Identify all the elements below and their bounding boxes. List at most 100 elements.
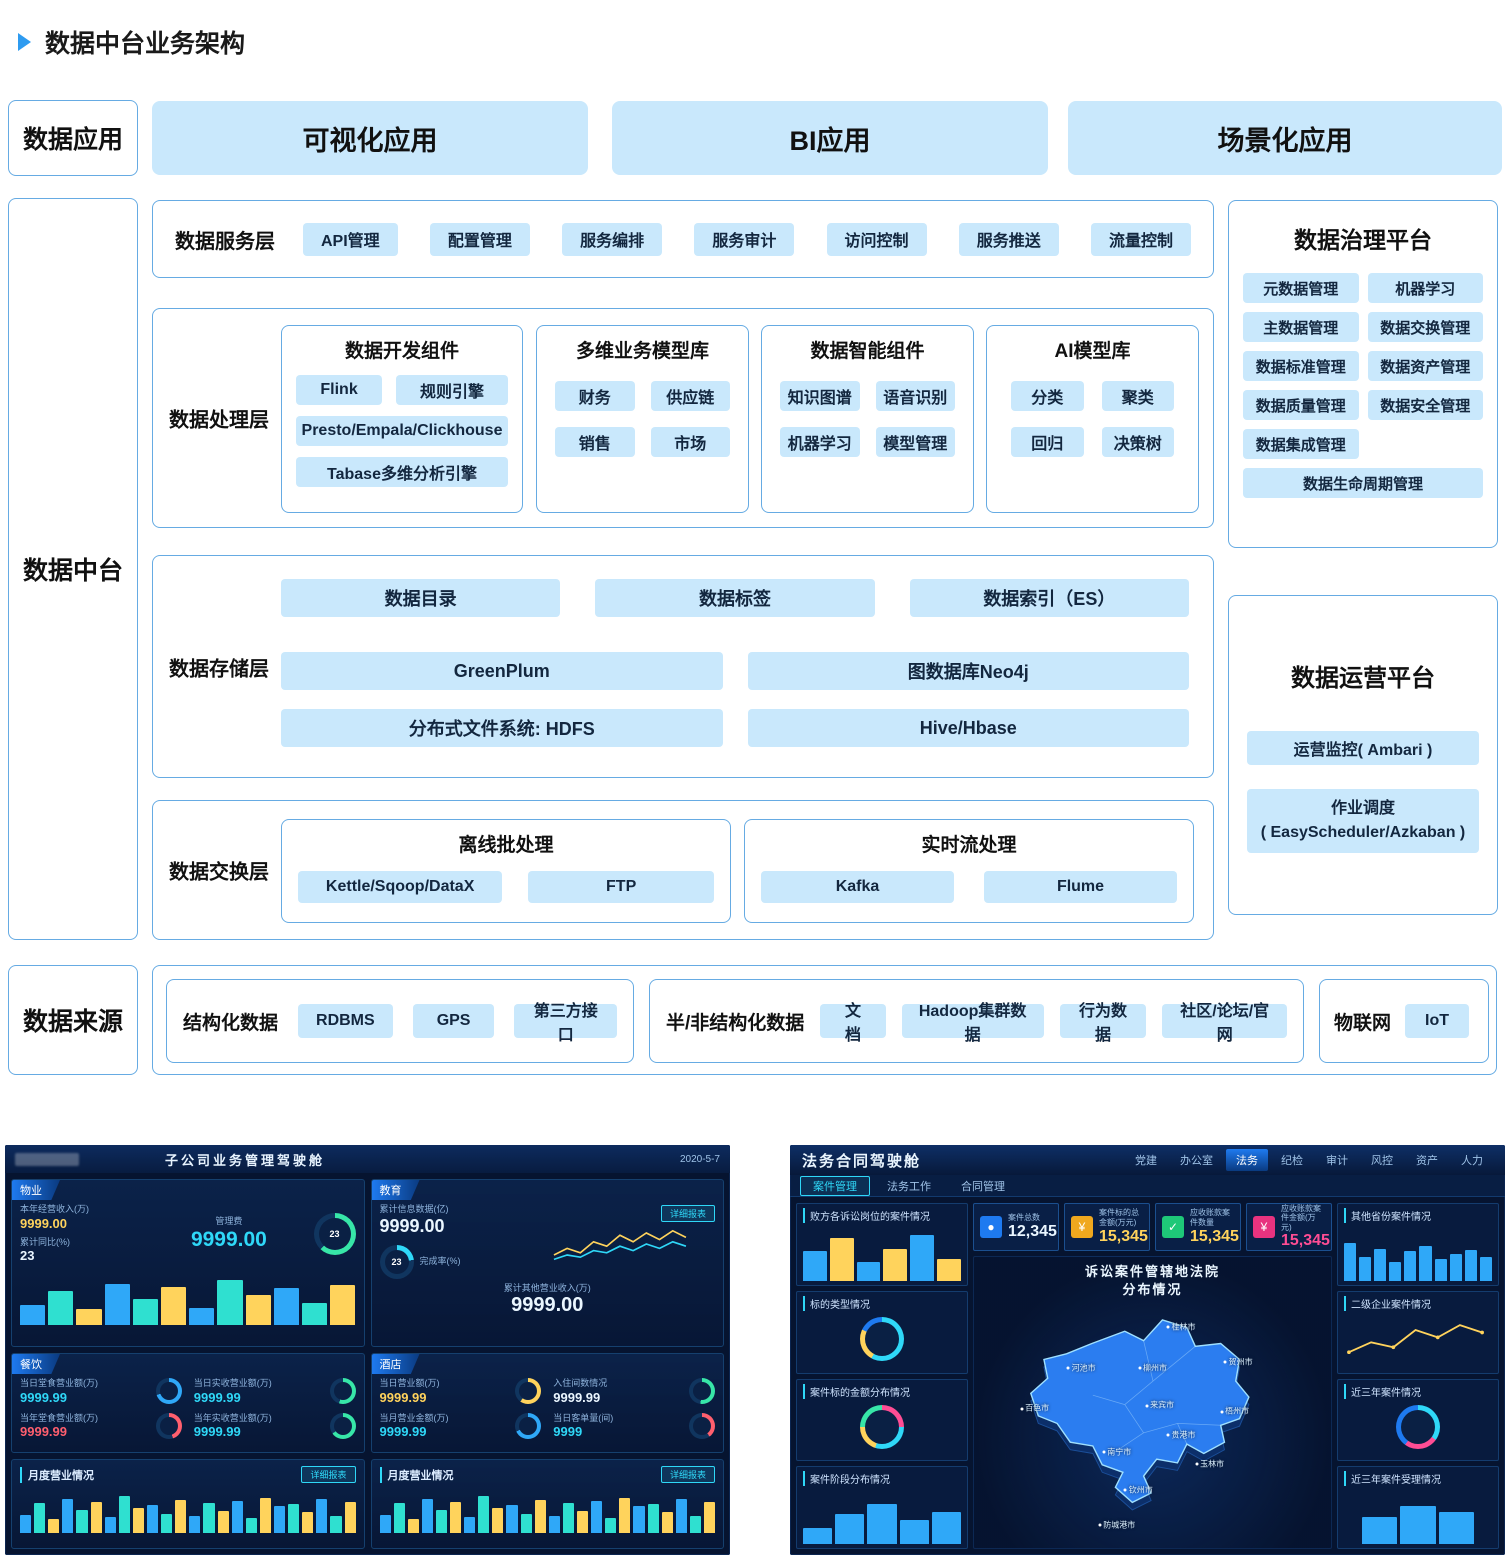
dashboard-left-col-1: 物业 本年经营收入(万) 9999.00 累计同比(%) 23 管理费 9999… [11, 1179, 365, 1549]
detail-report-button[interactable]: 详细报表 [301, 1466, 356, 1483]
storage-layer: 数据存储层 数据目录 数据标签 数据索引（ES） GreenPlum 图数据库N… [152, 555, 1214, 778]
dining-r3-label: 当年堂食营业额(万) [20, 1412, 98, 1423]
panel-other-provinces-title: 其他省份案件情况 [1344, 1208, 1492, 1223]
chip-gps: GPS [412, 1004, 495, 1038]
kpi-case-amount: ¥ 案件标的总金额(万元) 15,345 [1064, 1203, 1150, 1251]
tab-case-management[interactable]: 案件管理 [800, 1175, 870, 1196]
chart-bar [633, 1506, 645, 1533]
chip-data-index-es: 数据索引（ES） [909, 579, 1189, 617]
chart-bar [330, 1284, 356, 1326]
panel-case-stages: 案件阶段分布情况 [796, 1466, 968, 1549]
dining-gauge-4 [329, 1413, 356, 1440]
chart-bar [910, 1235, 935, 1281]
dashboard-left-title: 子公司业务管理驾驶舱 [165, 1152, 326, 1168]
nav-party-building[interactable]: 党建 [1135, 1155, 1157, 1167]
kpi-case-total-label: 案件总数 [1008, 1213, 1040, 1223]
chart-bar [379, 1514, 391, 1533]
chart-bar [217, 1280, 243, 1326]
kpi-case-amount-value: 15,345 [1099, 1227, 1148, 1245]
chart-bar [76, 1309, 102, 1326]
governance-platform: 数据治理平台 元数据管理 机器学习 主数据管理 数据交换管理 数据标准管理 数据… [1228, 200, 1498, 548]
nav-legal[interactable]: 法务 [1226, 1149, 1268, 1171]
dashboard-right-right-col: 其他省份案件情况 二级企业案件情况 近三年案件情况 近三年案件受理情况 [1337, 1203, 1499, 1549]
city-label: 桂林市 [1167, 1321, 1196, 1332]
governance-grid-spacer [1368, 429, 1484, 459]
chart-bar [273, 1506, 286, 1533]
property-m3-value: 9999.00 [190, 1227, 267, 1251]
sources-row: 结构化数据 RDBMS GPS 第三方接口 半/非结构化数据 文档 Hadoop… [152, 965, 1497, 1075]
chart-bar [1362, 1517, 1398, 1544]
chart-bar [203, 1502, 215, 1533]
three-year-cases-donut [1396, 1404, 1440, 1449]
map-title-line2: 分布情况 [1122, 1281, 1183, 1297]
chart-bar [803, 1251, 827, 1281]
chart-bar [104, 1516, 116, 1533]
education-detail-report-button[interactable]: 详细报表 [660, 1205, 715, 1222]
kpi-receivable-count: ✓ 应收账款案件数量 15,345 [1155, 1203, 1241, 1251]
chart-bar [1464, 1249, 1477, 1281]
chip-data-exchange-management: 数据交换管理 [1367, 312, 1483, 342]
nav-office[interactable]: 办公室 [1180, 1155, 1213, 1167]
governance-chip-grid: 元数据管理 机器学习 主数据管理 数据交换管理 数据标准管理 数据资产管理 数据… [1243, 273, 1483, 498]
detail-report-button-2[interactable]: 详细报表 [660, 1466, 715, 1483]
chart-bar [217, 1510, 229, 1533]
chip-greenplum: GreenPlum [281, 652, 723, 690]
hotel-r2-value: 9999.99 [553, 1389, 601, 1405]
chip-ambari-monitoring: 运营监控( Ambari ) [1247, 731, 1479, 765]
chip-kafka: Kafka [761, 871, 954, 903]
city-label: 钦州市 [1124, 1484, 1153, 1495]
chart-bar [175, 1499, 187, 1533]
case-stages-bar-chart [803, 1490, 962, 1544]
chart-bar [421, 1498, 433, 1533]
tab-legal-work[interactable]: 法务工作 [887, 1180, 931, 1193]
chart-bar [48, 1519, 60, 1533]
model-chip-grid: 财务 供应链 销售 市场 [555, 381, 730, 457]
panel-secondary-enterprises-title: 二级企业案件情况 [1344, 1295, 1492, 1311]
chart-bar [464, 1516, 476, 1533]
nav-risk-control[interactable]: 风控 [1371, 1155, 1393, 1167]
chart-bar [856, 1261, 881, 1281]
chip-hive-hbase: Hive/Hbase [747, 709, 1189, 747]
sources-iot: 物联网 IoT [1319, 979, 1489, 1063]
processing-layer-label: 数据处理层 [169, 409, 269, 432]
nav-audit[interactable]: 审计 [1326, 1155, 1348, 1167]
hotel-r3-label: 当月营业金额(万) [379, 1412, 449, 1423]
chart-bar [899, 1519, 929, 1544]
chart-bar [450, 1501, 462, 1533]
panel-three-year-cases: 近三年案件情况 [1337, 1378, 1499, 1462]
kpi-receivable-amount-value: 15,345 [1281, 1232, 1330, 1250]
group-ai-models-title: AI模型库 [1054, 341, 1131, 362]
chip-iot: IoT [1405, 1004, 1470, 1038]
chart-bar [647, 1504, 659, 1533]
chart-bar [20, 1305, 46, 1326]
chart-bar [1479, 1257, 1492, 1281]
dashboard-right-center-col: ● 案件总数 12,345 ¥ 案件标的总金额(万元) 15,345 [973, 1203, 1332, 1549]
chip-api-management: API管理 [303, 222, 398, 256]
hotel-cell-4: 当日客单量(间)9999 [553, 1413, 715, 1440]
chart-bar [1419, 1245, 1432, 1281]
operations-platform: 数据运营平台 运营监控( Ambari ) 作业调度 ( EasySchedul… [1228, 595, 1498, 915]
storage-row-3: 分布式文件系统: HDFS Hive/Hbase [281, 709, 1189, 747]
kpi-receivable-amount-label: 应收账款案件金额(万元) [1281, 1203, 1321, 1232]
nav-discipline[interactable]: 纪检 [1281, 1155, 1303, 1167]
hotel-r1-label: 当日营业额(万) [379, 1378, 440, 1388]
hotel-r4-value: 9999 [553, 1424, 583, 1440]
monthly-left-bar-chart [20, 1487, 356, 1533]
page-title-text: 数据中台业务架构 [45, 30, 246, 58]
hotel-gauge-2 [689, 1378, 715, 1405]
ai-chip-grid: 分类 聚类 回归 决策树 [1011, 381, 1174, 457]
company-logo [15, 1152, 79, 1166]
property-bar-chart [20, 1267, 356, 1326]
chip-service-push: 服务推送 [958, 222, 1059, 256]
group-data-intelligence-title: 数据智能组件 [810, 341, 925, 362]
tab-contract-management[interactable]: 合同管理 [961, 1180, 1005, 1193]
chart-bar [704, 1501, 716, 1533]
chart-bar [231, 1500, 243, 1533]
nav-assets[interactable]: 资产 [1416, 1155, 1438, 1167]
city-label: 玉林市 [1195, 1458, 1224, 1469]
chart-bar [245, 1517, 257, 1533]
dashboard-left-header: 子公司业务管理驾驶舱 2020-5-7 [5, 1145, 730, 1173]
kpi-receivable-amount: ¥ 应收账款案件金额(万元) 15,345 [1246, 1203, 1332, 1251]
nav-hr[interactable]: 人力 [1461, 1155, 1483, 1167]
other-provinces-bar-chart [1344, 1227, 1492, 1281]
